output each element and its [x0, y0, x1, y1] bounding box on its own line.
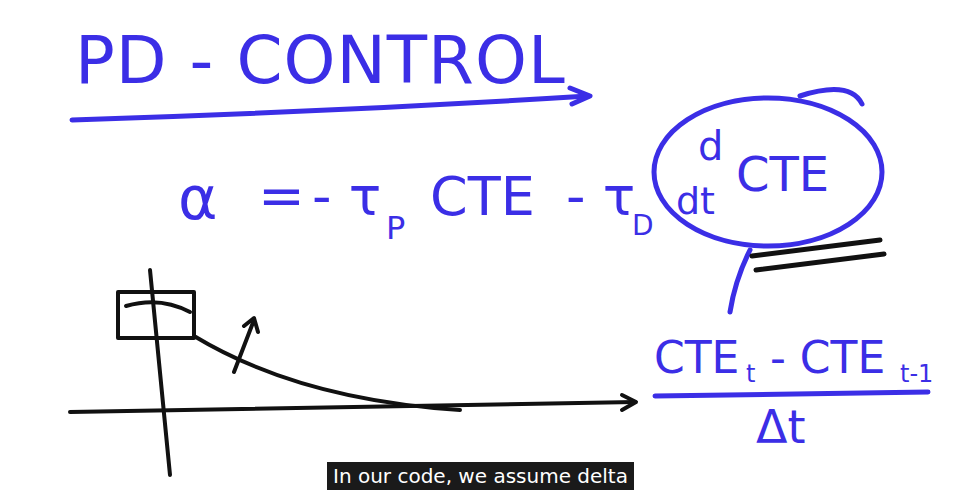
double-underline [752, 240, 880, 256]
car-box [118, 292, 194, 338]
formula-symbol: α [178, 168, 218, 228]
formula-term: CTE [430, 170, 535, 224]
formula-term: CTE [736, 150, 829, 198]
title: PD - CONTROL [75, 28, 566, 94]
derivative: dt [676, 182, 715, 220]
subscript: t [746, 362, 755, 386]
formula-term: - τ [312, 170, 381, 224]
derivative: d [698, 126, 723, 166]
formula-symbol: = [258, 168, 305, 224]
fraction-bar [655, 392, 928, 396]
time-step: Δt [756, 404, 806, 450]
subscript: t-1 [900, 362, 933, 386]
difference-term: CTE [654, 336, 739, 380]
highlight-circle [654, 98, 882, 246]
heading-arrowhead [244, 318, 258, 332]
subtitle-caption: In our code, we assume delta [327, 462, 634, 490]
axis-arrowhead [622, 395, 636, 410]
difference-term: - CTE [770, 336, 885, 380]
circle-tail [730, 250, 750, 312]
car-sketch [126, 302, 190, 312]
formula-term: - τ [566, 170, 635, 224]
underline-arrowhead [570, 88, 590, 104]
subscript: P [386, 212, 405, 244]
title-underline [72, 96, 588, 120]
x-axis [70, 402, 635, 412]
double-underline [756, 254, 884, 270]
circle-overlap [800, 90, 862, 104]
subscript: D [632, 212, 654, 240]
